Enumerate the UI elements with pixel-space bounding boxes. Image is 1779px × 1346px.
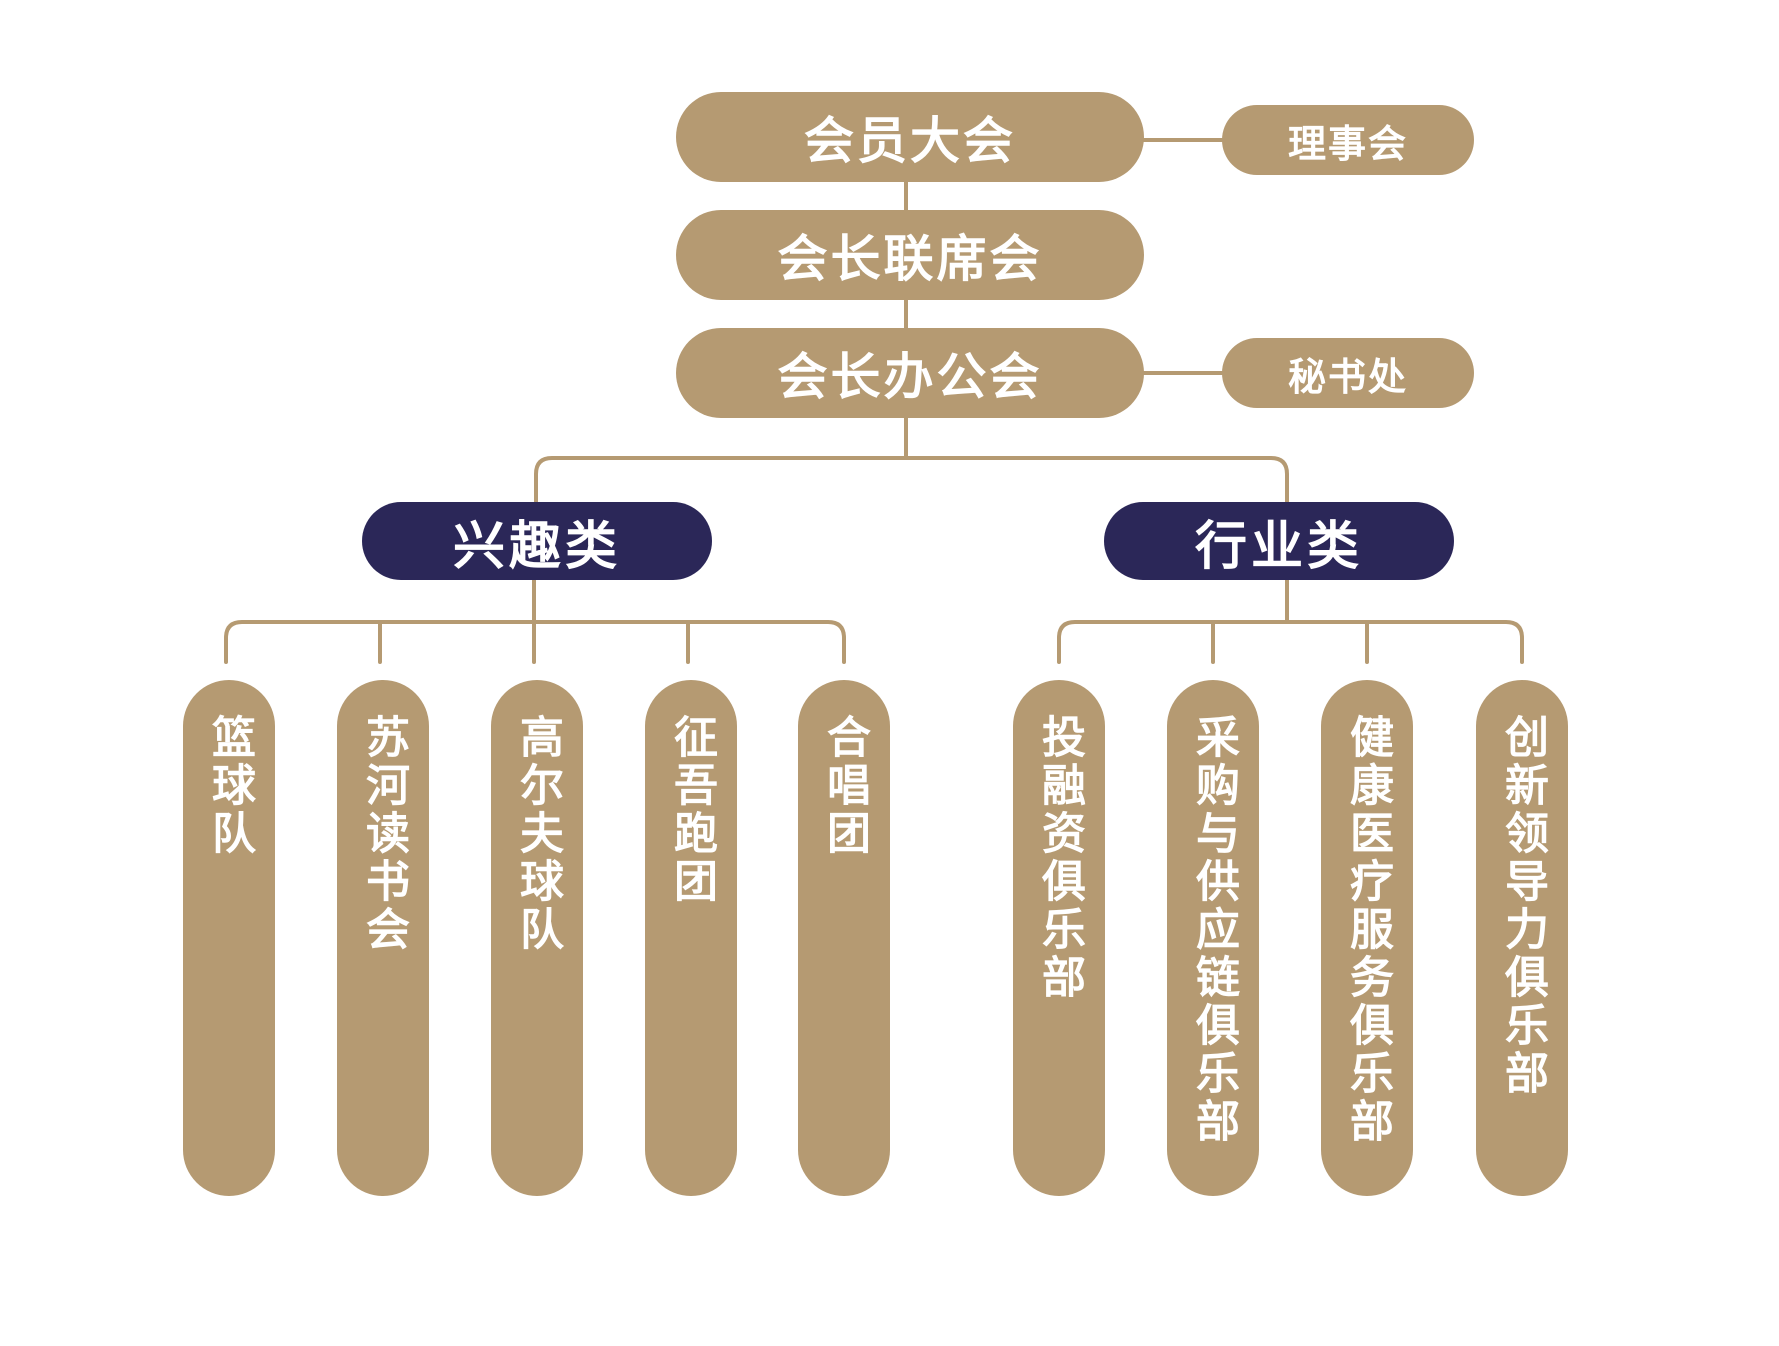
club-healthcare: 健康医疗服务俱乐部 <box>1321 680 1413 1196</box>
club-choir: 合唱团 <box>798 680 890 1196</box>
club-leadership: 创新领导力俱乐部 <box>1476 680 1568 1196</box>
club-label: 健康医疗服务俱乐部 <box>1342 714 1393 1146</box>
industry-category-node: 行业类 <box>1104 502 1454 580</box>
secretariat-label: 秘书处 <box>1287 354 1408 399</box>
presidents-office-label: 会长办公会 <box>777 348 1043 406</box>
club-supply-chain: 采购与供应链俱乐部 <box>1167 680 1259 1196</box>
club-label: 篮球队 <box>204 714 255 858</box>
club-investment: 投融资俱乐部 <box>1013 680 1105 1196</box>
club-label: 高尔夫球队 <box>512 714 563 954</box>
club-running: 征吾跑团 <box>645 680 737 1196</box>
connector-category-bracket <box>534 456 1289 504</box>
general-assembly-node: 会员大会 <box>676 92 1144 182</box>
club-label: 创新领导力俱乐部 <box>1497 714 1548 1098</box>
interest-category-node: 兴趣类 <box>362 502 712 580</box>
board-label: 理事会 <box>1287 121 1408 166</box>
interest-category-label: 兴趣类 <box>452 516 621 577</box>
connector-industry-bracket <box>1057 620 1524 664</box>
presidents-joint-node: 会长联席会 <box>676 210 1144 300</box>
club-label: 苏河读书会 <box>358 714 409 954</box>
club-golf: 高尔夫球队 <box>491 680 583 1196</box>
industry-category-label: 行业类 <box>1194 516 1363 577</box>
secretariat-node: 秘书处 <box>1222 338 1474 408</box>
board-node: 理事会 <box>1222 105 1474 175</box>
club-reading: 苏河读书会 <box>337 680 429 1196</box>
club-label: 合唱团 <box>819 714 870 858</box>
presidents-office-node: 会长办公会 <box>676 328 1144 418</box>
club-basketball: 篮球队 <box>183 680 275 1196</box>
club-label: 征吾跑团 <box>666 714 717 906</box>
club-label: 采购与供应链俱乐部 <box>1188 714 1239 1146</box>
club-label: 投融资俱乐部 <box>1034 714 1085 1002</box>
general-assembly-label: 会员大会 <box>804 112 1016 170</box>
presidents-joint-label: 会长联席会 <box>777 230 1043 288</box>
connector-interest-bracket <box>224 620 846 664</box>
